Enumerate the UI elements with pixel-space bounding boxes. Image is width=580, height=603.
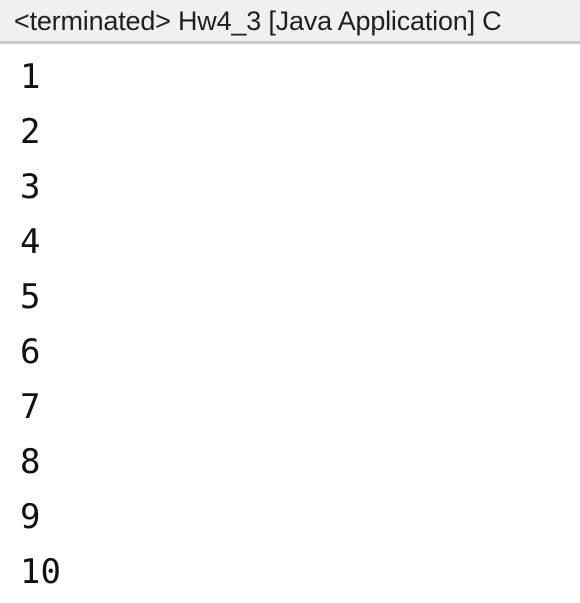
output-line: 6 [20,332,41,372]
console-header: <terminated> Hw4_3 [Java Application] C [0,0,580,44]
console-title: <terminated> Hw4_3 [Java Application] C [14,6,502,36]
output-line: 3 [20,167,41,207]
output-line: 10 [20,552,61,592]
console-output[interactable]: 1 2 3 4 5 6 7 8 9 10 [20,50,560,600]
output-line: 8 [20,442,41,482]
output-line: 4 [20,222,41,262]
output-line: 7 [20,387,41,427]
output-line: 1 [20,57,41,97]
output-line: 2 [20,112,41,152]
output-line: 9 [20,497,41,537]
output-line: 5 [20,277,41,317]
